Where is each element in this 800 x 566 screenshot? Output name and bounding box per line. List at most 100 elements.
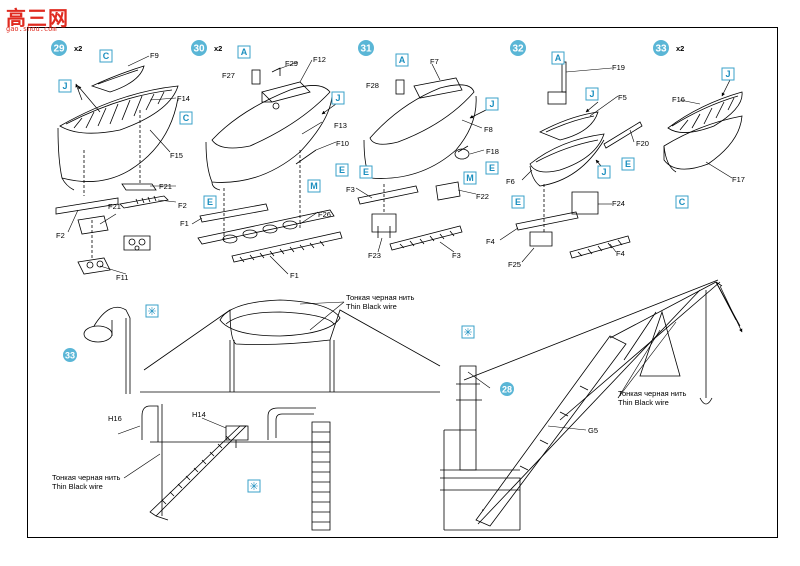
step-32-number: 32 — [512, 44, 524, 55]
step-32-badge: 32 — [510, 40, 526, 56]
label-g5: G5 — [588, 426, 598, 435]
step-30-drawing — [197, 67, 343, 263]
tag-a-30: A — [241, 47, 248, 57]
tag-c-33: C — [679, 197, 686, 207]
wire-note-1-ru: Тонкая черная нить — [346, 293, 415, 302]
ref-28-number: 28 — [502, 385, 512, 395]
label-f28: F28 — [366, 81, 379, 90]
tag-e-30b: E — [207, 197, 213, 207]
step-29-qty: x2 — [74, 44, 82, 53]
tag-j-33: J — [725, 69, 730, 79]
label-f6: F6 — [506, 177, 515, 186]
step-31-badge: 31 — [358, 40, 374, 56]
page-frame — [27, 27, 778, 538]
detail-asterisk-icon-2: ✳ — [249, 481, 258, 493]
ref-33-badge: 33 — [63, 348, 77, 362]
step-33-badge: 33 x2 — [653, 40, 684, 56]
label-f22: F22 — [476, 192, 489, 201]
watermark-text: 高三网 — [6, 6, 69, 30]
label-f1b: F1 — [290, 271, 299, 280]
tag-a-31: A — [399, 55, 406, 65]
leader-lines — [67, 55, 733, 479]
step-31-drawing — [357, 77, 477, 251]
label-f19: F19 — [612, 63, 625, 72]
label-f27: F27 — [222, 71, 235, 80]
label-f8: F8 — [484, 125, 493, 134]
step-30-number: 30 — [193, 44, 205, 55]
label-f14: F14 — [177, 94, 190, 103]
tag-j-29: J — [62, 81, 67, 91]
tag-m-31: M — [466, 173, 474, 183]
label-f1a: F1 — [180, 219, 189, 228]
wire-note-1-en: Thin Black wire — [346, 302, 397, 311]
detail-asterisk-icon-3: ✳ — [463, 327, 472, 339]
label-f21b: F21 — [108, 202, 121, 211]
tag-e-31b: E — [363, 167, 369, 177]
step-33-drawing — [663, 91, 743, 173]
tag-j-30: J — [335, 93, 340, 103]
wire-note-2-ru: Тонкая черная нить — [52, 473, 121, 482]
watermark-url: gao.shou.com — [6, 25, 57, 33]
tag-e-30: E — [339, 165, 345, 175]
davit-lifeboat-drawing — [83, 299, 441, 394]
wire-notes: Тонкая черная нить Thin Black wire Тонка… — [52, 293, 687, 491]
tag-j-32: J — [589, 89, 594, 99]
ref-28-badge: 28 — [500, 382, 514, 396]
label-f26: F26 — [318, 210, 331, 219]
label-f29: F29 — [285, 59, 298, 68]
ref-33-number: 33 — [65, 351, 75, 361]
step-33-number: 33 — [655, 44, 667, 55]
detail-markers: ✳ ✳ ✳ — [145, 304, 475, 493]
tag-c-29b: C — [183, 113, 190, 123]
step-29-number: 29 — [53, 44, 65, 55]
tag-e-31: E — [489, 163, 495, 173]
label-f20: F20 — [636, 139, 649, 148]
step-29-drawing — [55, 65, 179, 275]
tag-j-31: J — [489, 99, 494, 109]
tag-a-32: A — [555, 53, 562, 63]
label-f15: F15 — [170, 151, 183, 160]
label-f3b: F3 — [452, 251, 461, 260]
label-f21a: F21 — [159, 182, 172, 191]
label-h14: H14 — [192, 410, 206, 419]
label-f7: F7 — [430, 57, 439, 66]
step-30-badge: 30 x2 — [191, 40, 222, 56]
label-h16: H16 — [108, 414, 122, 423]
label-f3a: F3 — [346, 185, 355, 194]
ladder-drawing — [141, 404, 331, 531]
label-f11: F11 — [116, 273, 128, 282]
step-31-number: 31 — [360, 44, 372, 55]
label-f5: F5 — [618, 93, 627, 102]
label-f13: F13 — [334, 121, 347, 130]
wire-note-3-en: Thin Black wire — [618, 398, 669, 407]
tag-e-32: E — [625, 159, 631, 169]
tag-e-32b: E — [515, 197, 521, 207]
label-f18: F18 — [486, 147, 499, 156]
label-f4b: F4 — [616, 249, 625, 258]
step-29-badge: 29 x2 — [51, 40, 82, 56]
step-33-qty: x2 — [676, 44, 684, 53]
label-f2a: F2 — [178, 201, 187, 210]
label-f25: F25 — [508, 260, 521, 269]
step-badges: 29 x2 30 x2 31 32 33 x2 33 28 — [51, 40, 684, 396]
letter-tags: C J C A J E M E A J E M E A J E J E — [58, 45, 735, 209]
label-f9: F9 — [150, 51, 159, 60]
wire-note-3-ru: Тонкая черная нить — [618, 389, 687, 398]
part-labels: F9 F14 F15 F21 F2 F21 F2 F11 F27 F29 F12… — [56, 51, 745, 435]
crane-drawing — [440, 279, 741, 531]
label-f10: F10 — [336, 139, 349, 148]
label-f23: F23 — [368, 251, 381, 260]
tag-j-32b: J — [601, 167, 606, 177]
label-f24: F24 — [612, 199, 625, 208]
label-f4a: F4 — [486, 237, 495, 246]
label-f2b: F2 — [56, 231, 65, 240]
label-f12: F12 — [313, 55, 326, 64]
label-f17: F17 — [732, 175, 745, 184]
tag-m-30: M — [310, 181, 318, 191]
step-30-qty: x2 — [214, 44, 222, 53]
step-32-drawing — [515, 61, 643, 259]
watermark-logo: 高三网 gao.shou.com — [2, 2, 72, 33]
detail-asterisk-icon-1: ✳ — [147, 306, 156, 318]
label-f16: F16 — [672, 95, 685, 104]
